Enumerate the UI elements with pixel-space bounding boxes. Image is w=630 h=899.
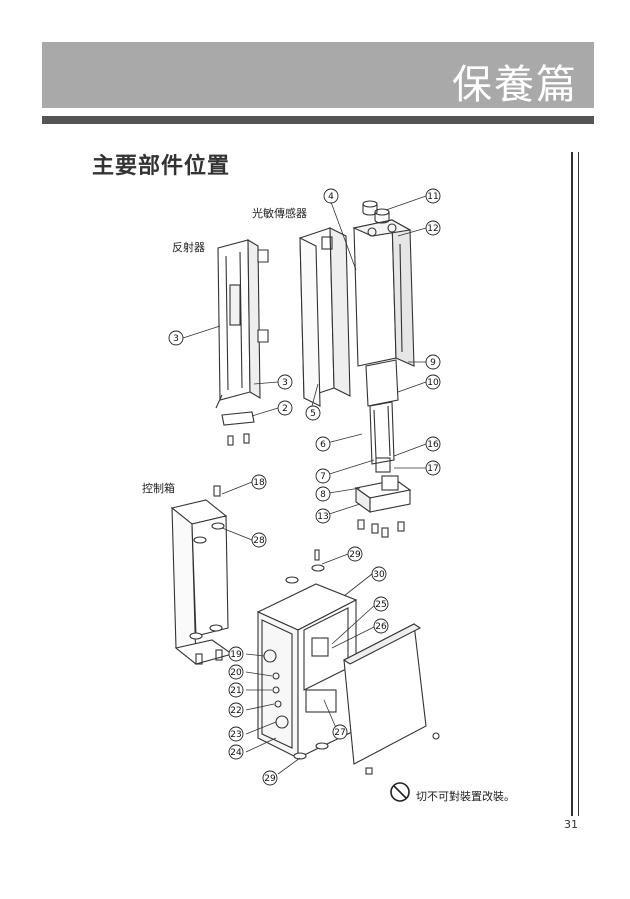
callout-number: 11 <box>427 192 438 202</box>
callout-number: 28 <box>253 536 265 546</box>
callout-8: 8 <box>315 486 331 502</box>
margin-rule-thin <box>578 152 579 816</box>
callout-number: 2 <box>282 404 288 414</box>
callout-number: 18 <box>253 478 265 488</box>
callout-number: 3 <box>282 378 288 388</box>
sensor-body <box>352 219 415 473</box>
callout-9: 9 <box>425 354 441 370</box>
callout-23: 23 <box>228 726 244 742</box>
callout-number: 7 <box>320 472 326 482</box>
callout-18: 18 <box>251 474 267 490</box>
sensor-cover <box>299 227 351 407</box>
callout-number: 5 <box>310 409 316 419</box>
callout-22: 22 <box>228 702 244 718</box>
sensor-cap <box>362 200 390 224</box>
control-box <box>256 549 358 760</box>
callout-19: 19 <box>228 646 244 662</box>
warning-text: 切不可對裝置改裝。 <box>416 790 515 803</box>
callout-number: 22 <box>230 706 241 716</box>
control-box-lid <box>342 623 440 775</box>
callout-3: 3 <box>168 330 184 346</box>
callout-number: 30 <box>373 570 385 580</box>
callout-20: 20 <box>228 664 244 680</box>
callout-25: 25 <box>373 596 389 612</box>
callout-number: 29 <box>349 550 361 560</box>
margin-rule <box>571 152 573 816</box>
section-title: 主要部件位置 <box>92 154 231 179</box>
reflector-assembly <box>215 239 269 446</box>
header-title: 保養篇 <box>452 62 578 108</box>
callout-number: 9 <box>430 358 436 368</box>
callout-2: 2 <box>277 400 293 416</box>
callout-24: 24 <box>228 744 244 760</box>
callout-29: 29 <box>347 546 363 562</box>
callout-number: 12 <box>427 224 438 234</box>
callout-number: 6 <box>320 440 326 450</box>
page-number: 31 <box>564 818 578 831</box>
callout-29: 29 <box>262 770 278 786</box>
callout-17: 17 <box>425 460 441 476</box>
callout-28: 28 <box>251 532 267 548</box>
callout-30: 30 <box>371 566 387 582</box>
callout-number: 13 <box>317 512 328 522</box>
callout-number: 21 <box>230 686 241 696</box>
header-band: 保養篇 <box>42 42 594 108</box>
callout-number: 19 <box>230 650 242 660</box>
prohibit-icon <box>390 782 410 802</box>
callout-number: 8 <box>320 490 326 500</box>
callout-3: 3 <box>277 374 293 390</box>
callout-27: 27 <box>332 724 348 740</box>
header-rule <box>42 116 594 124</box>
callout-number: 20 <box>230 668 242 678</box>
callout-6: 6 <box>315 436 331 452</box>
callout-number: 24 <box>230 748 242 758</box>
callouts: 2334567891011121316171819202122232425262… <box>168 188 441 786</box>
callout-16: 16 <box>425 436 441 452</box>
callout-10: 10 <box>425 374 441 390</box>
callout-number: 29 <box>264 774 276 784</box>
callout-number: 10 <box>427 378 439 388</box>
callout-11: 11 <box>425 188 441 204</box>
label-reflector: 反射器 <box>172 240 205 254</box>
callout-12: 12 <box>425 220 441 236</box>
callout-5: 5 <box>305 405 321 421</box>
mount-bracket <box>354 475 412 538</box>
callout-13: 13 <box>315 508 331 524</box>
callout-7: 7 <box>315 468 331 484</box>
callout-26: 26 <box>373 618 389 634</box>
callout-21: 21 <box>228 682 244 698</box>
callout-number: 23 <box>230 730 241 740</box>
callout-number: 4 <box>328 192 334 202</box>
label-control-box: 控制箱 <box>142 481 175 495</box>
label-sensor: 光敏傳感器 <box>252 206 307 220</box>
control-box-bracket <box>170 485 234 666</box>
callout-number: 17 <box>427 464 438 474</box>
callout-number: 16 <box>427 440 439 450</box>
callout-number: 25 <box>375 600 386 610</box>
callout-4: 4 <box>323 188 339 204</box>
callout-number: 27 <box>334 728 345 738</box>
callout-number: 26 <box>375 622 387 632</box>
callout-number: 3 <box>173 334 179 344</box>
